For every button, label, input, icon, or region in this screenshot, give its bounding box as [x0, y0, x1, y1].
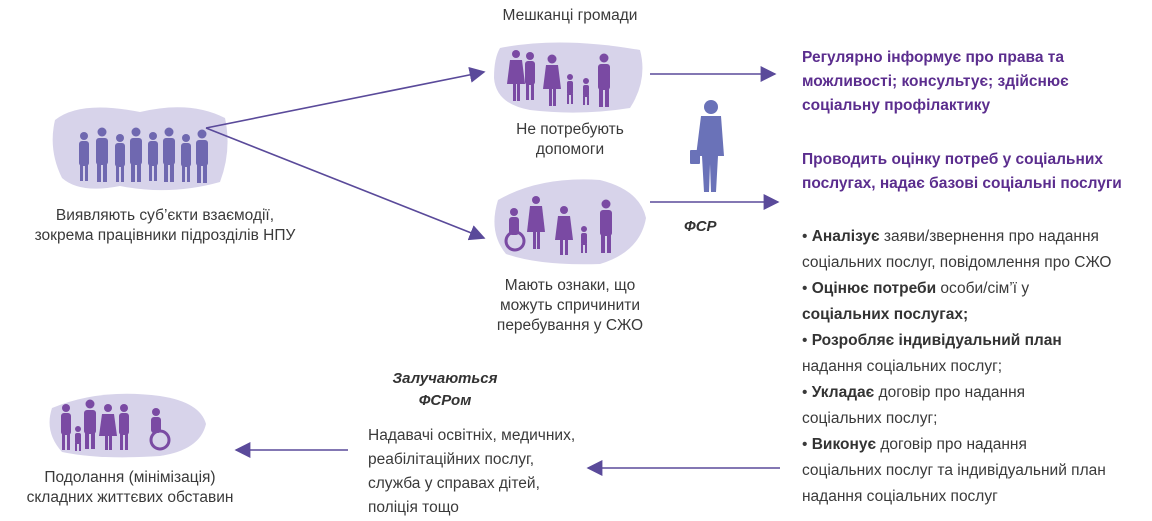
arrow-to-at-risk — [205, 127, 486, 241]
involved-title-line1: Залучаються — [392, 370, 498, 387]
at-risk-line2: можуть спричинити — [499, 297, 640, 314]
assessment-heading-line2: послугах, надає базові соціальні послуги — [802, 175, 1122, 192]
list-item: • Оцінює потреби особи/сім’ї у — [802, 280, 1030, 297]
involved-title: Залучаються ФСРом — [370, 368, 520, 412]
detectors-caption-line2: зокрема працівники підрозділів НПУ — [34, 227, 296, 244]
no-help-line1: Не потребують — [516, 121, 624, 138]
providers-list: Надавачі освітніх, медичних, реабілітаці… — [368, 424, 628, 520]
duty-bold: Оцінює потреби — [811, 280, 937, 297]
social-worker-icon — [690, 100, 724, 192]
duty-bold: Виконує — [811, 436, 877, 453]
duties-list: • Аналізує заяви/звернення про надання с… — [802, 224, 1152, 510]
outcome-line1: Подолання (мінімізація) — [44, 469, 216, 486]
prevention-heading: Регулярно інформує про права та можливос… — [802, 46, 1152, 118]
list-item: • Аналізує заяви/звернення про надання — [802, 228, 1099, 245]
duty-text: соціальних послуг та індивідуальний план — [802, 462, 1106, 479]
list-item: • Виконує договір про надання — [802, 436, 1027, 453]
list-item: надання соціальних послуг; — [802, 354, 1152, 380]
assessment-heading-line1: Проводить оцінку потреб у соціальних — [802, 151, 1103, 168]
involved-title-line2: ФСРом — [418, 392, 472, 409]
providers-line3: служба у справах дітей, — [368, 475, 540, 492]
prevention-heading-line3: соціальну профілактику — [802, 97, 991, 114]
list-item: соціальних послугах; — [802, 302, 1152, 328]
duty-bold: соціальних послугах; — [802, 306, 969, 323]
list-item: надання соціальних послуг — [802, 484, 1152, 510]
detectors-caption: Виявляють суб’єкти взаємодії, зокрема пр… — [30, 206, 300, 246]
duty-text: договір про надання — [876, 436, 1027, 453]
duty-text: соціальних послуг, повідомлення про СЖО — [802, 254, 1112, 271]
list-item: соціальних послуг та індивідуальний план — [802, 458, 1152, 484]
prevention-heading-line2: можливості; консультує; здійснює — [802, 73, 1069, 90]
duty-text: особи/сім’ї у — [936, 280, 1030, 297]
list-item: соціальних послуг; — [802, 406, 1152, 432]
prevention-heading-line1: Регулярно інформує про права та — [802, 49, 1064, 66]
at-risk-caption: Мають ознаки, що можуть спричинити переб… — [470, 276, 670, 336]
duty-text: соціальних послуг; — [802, 410, 938, 427]
no-help-line2: допомоги — [535, 141, 605, 158]
duty-text: заяви/звернення про надання — [879, 228, 1099, 245]
arrow-to-residents — [205, 67, 486, 129]
outcome-caption: Подолання (мінімізація) складних життєви… — [0, 468, 260, 508]
residents-title: Мешканці громади — [502, 7, 638, 24]
family-illustration — [494, 42, 643, 113]
at-risk-line1: Мають ознаки, що — [504, 277, 636, 294]
list-item: • Розробляє індивідуальний план — [802, 332, 1062, 349]
vulnerable-group-illustration — [494, 179, 646, 265]
duty-text: надання соціальних послуг; — [802, 358, 1003, 375]
duty-bold: Укладає — [811, 384, 875, 401]
duty-bold: Аналізує — [811, 228, 880, 245]
providers-line1: Надавачі освітніх, медичних, — [368, 427, 576, 444]
worker-label: ФСР — [684, 218, 717, 235]
crowd-illustration — [52, 107, 228, 191]
list-item: соціальних послуг, повідомлення про СЖО — [802, 250, 1152, 276]
at-risk-line3: перебування у СЖО — [496, 317, 644, 334]
outcome-line2: складних життєвих обставин — [26, 489, 234, 506]
no-help-caption: Не потребують допомоги — [480, 120, 660, 160]
assessment-heading: Проводить оцінку потреб у соціальних пос… — [802, 148, 1152, 196]
providers-line2: реабілітаційних послуг, — [368, 451, 535, 468]
list-item: • Укладає договір про надання — [802, 384, 1026, 401]
duty-text: надання соціальних послуг — [802, 488, 998, 505]
detectors-caption-line1: Виявляють суб’єкти взаємодії, — [55, 207, 275, 224]
providers-line4: поліція тощо — [368, 499, 459, 516]
duty-bold: Розробляє індивідуальний план — [811, 332, 1062, 349]
family-recovery-illustration — [49, 393, 207, 458]
duty-text: договір про надання — [874, 384, 1026, 401]
